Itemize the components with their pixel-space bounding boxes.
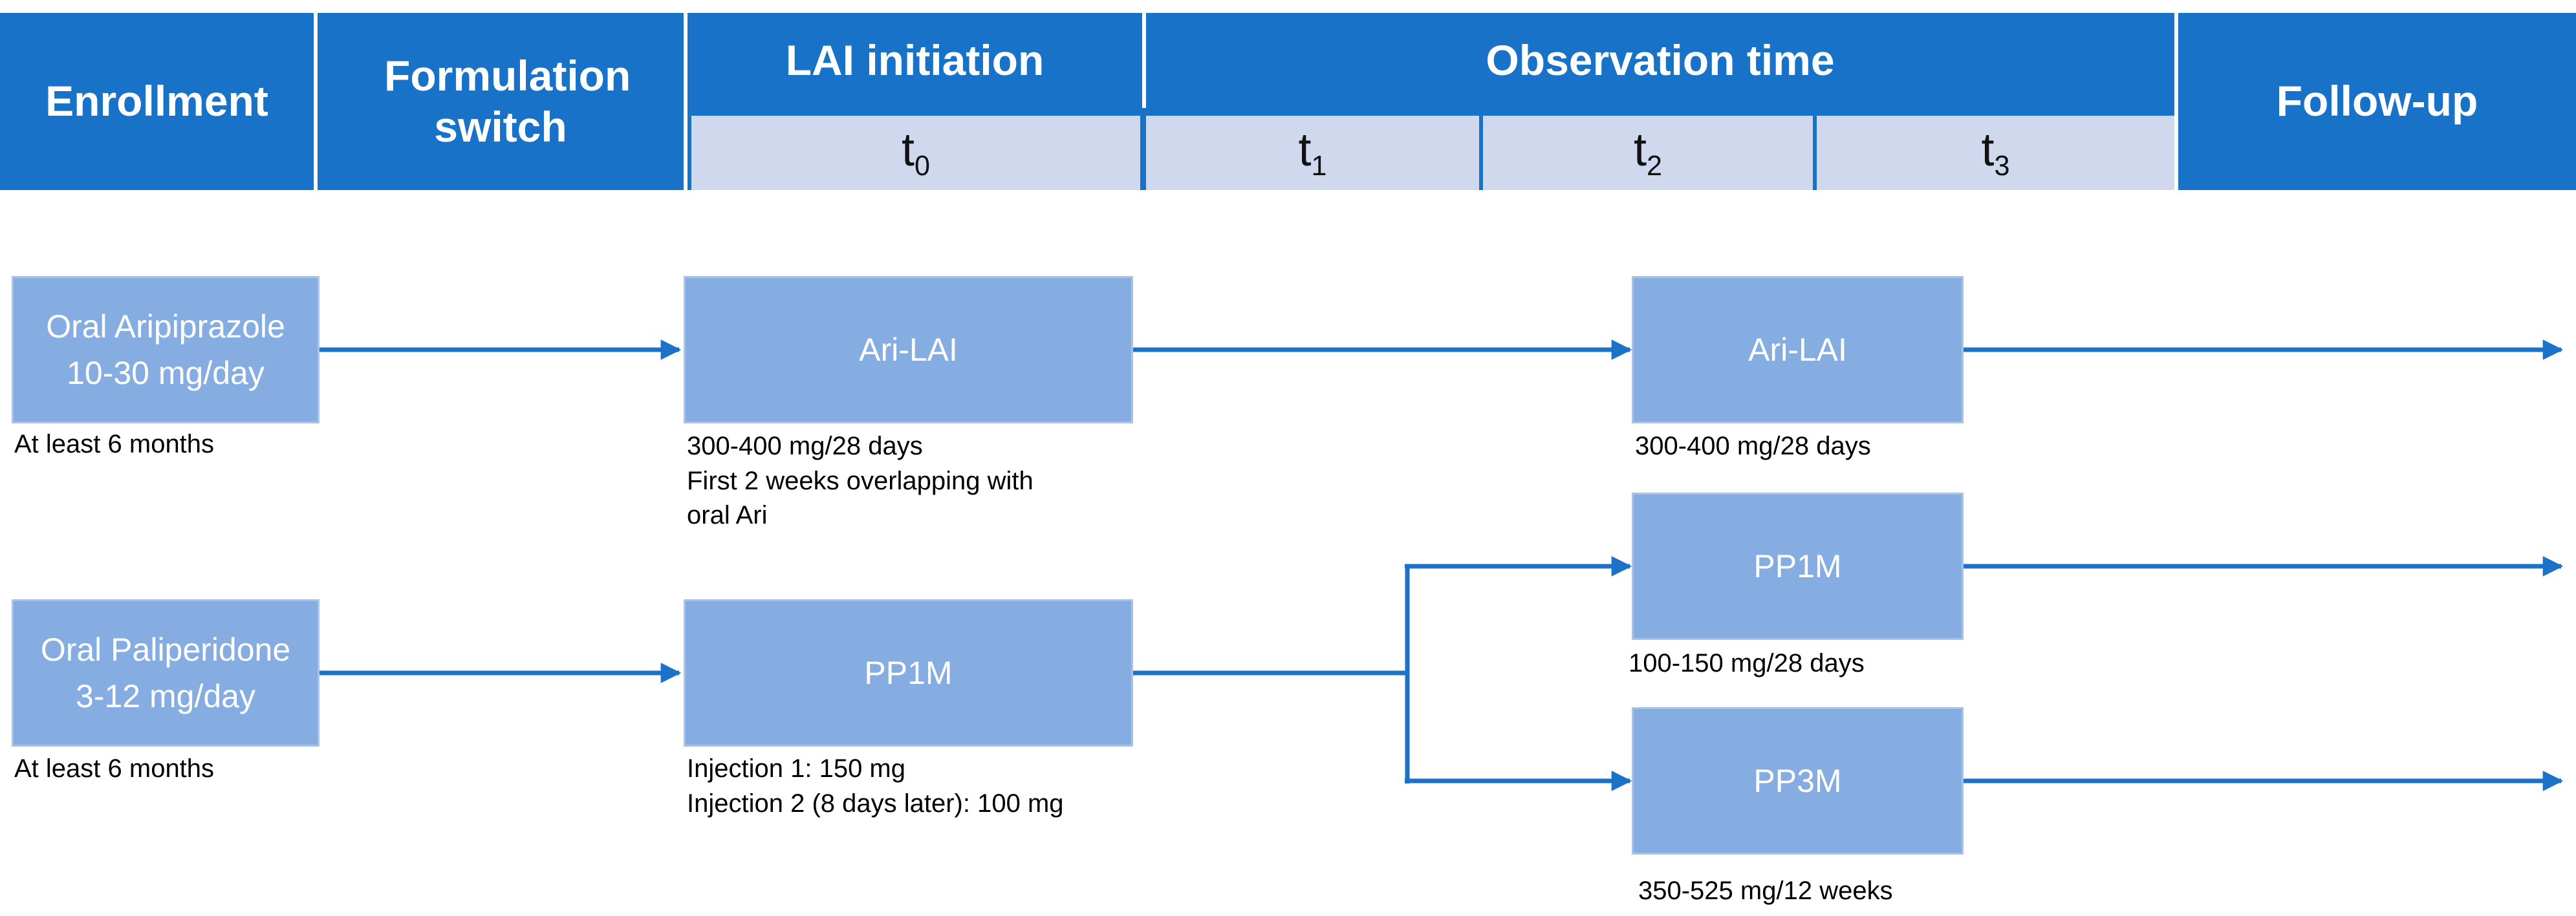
pp1m-observation-note: 100-150 mg/28 days <box>1629 649 1865 677</box>
header-observation-time: Observation time <box>1146 13 2174 108</box>
header-formulation-switch: Formulation switch <box>318 13 684 190</box>
oral-aripiprazole-note: At least 6 months <box>14 430 215 458</box>
ari-lai-note-line1: 300-400 mg/28 days <box>687 432 923 460</box>
ari-lai-observation-note: 300-400 mg/28 days <box>1635 432 1871 460</box>
ari-lai-observation-box: Ari-LAI <box>1632 276 1964 423</box>
oral-aripiprazole-name: Oral Aripiprazole <box>46 308 285 345</box>
ari-lai-initiation-label: Ari-LAI <box>859 331 958 368</box>
timepoint-t3-label: t3 <box>1981 123 2010 182</box>
ari-lai-initiation-box: Ari-LAI <box>684 276 1133 423</box>
ari-lai-observation-label: Ari-LAI <box>1748 331 1847 368</box>
header-formulation-switch-label: Formulation switch <box>384 51 631 151</box>
timepoint-t0: t0 <box>691 116 1140 190</box>
ari-lai-initiation-note: 300-400 mg/28 days First 2 weeks overlap… <box>687 429 1034 533</box>
pp1m-observation-label: PP1M <box>1753 548 1842 584</box>
timepoint-t3: t3 <box>1817 116 2174 190</box>
pp1m-initiation-box: PP1M <box>684 599 1133 747</box>
pp1m-initiation-label: PP1M <box>864 654 953 691</box>
pp1m-note-line2: Injection 2 (8 days later): 100 mg <box>687 789 1064 818</box>
pp3m-observation-label: PP3M <box>1753 762 1842 799</box>
oral-paliperidone-note: At least 6 months <box>14 754 215 783</box>
header-lai-initiation: LAI initiation <box>687 13 1142 108</box>
header-lai-initiation-label: LAI initiation <box>785 36 1044 84</box>
pp1m-initiation-note: Injection 1: 150 mg Injection 2 (8 days … <box>687 752 1064 821</box>
timepoint-t2: t2 <box>1483 116 1813 190</box>
header-follow-up-label: Follow-up <box>2276 77 2478 125</box>
header-enrollment: Enrollment <box>0 13 314 190</box>
oral-paliperidone-box: Oral Paliperidone 3-12 mg/day <box>12 599 319 747</box>
pp3m-observation-box: PP3M <box>1632 707 1964 855</box>
pp1m-note-line1: Injection 1: 150 mg <box>687 754 905 783</box>
ari-lai-note-line3: oral Ari <box>687 501 768 530</box>
oral-aripiprazole-box: Oral Aripiprazole 10-30 mg/day <box>12 276 319 423</box>
header-observation-time-label: Observation time <box>1486 36 1835 84</box>
pp1m-observation-box: PP1M <box>1632 493 1964 640</box>
header-follow-up: Follow-up <box>2178 13 2576 190</box>
timepoint-t0-label: t0 <box>901 123 931 182</box>
oral-paliperidone-name: Oral Paliperidone <box>40 631 291 668</box>
pp3m-observation-note: 350-525 mg/12 weeks <box>1638 877 1893 905</box>
timepoint-t1: t1 <box>1146 116 1479 190</box>
timepoint-t2-label: t2 <box>1633 123 1663 182</box>
ari-lai-note-line2: First 2 weeks overlapping with <box>687 466 1034 495</box>
header-enrollment-label: Enrollment <box>45 77 268 125</box>
oral-paliperidone-dose: 3-12 mg/day <box>76 678 255 714</box>
timepoint-t1-label: t1 <box>1298 123 1327 182</box>
oral-aripiprazole-dose: 10-30 mg/day <box>67 355 265 391</box>
